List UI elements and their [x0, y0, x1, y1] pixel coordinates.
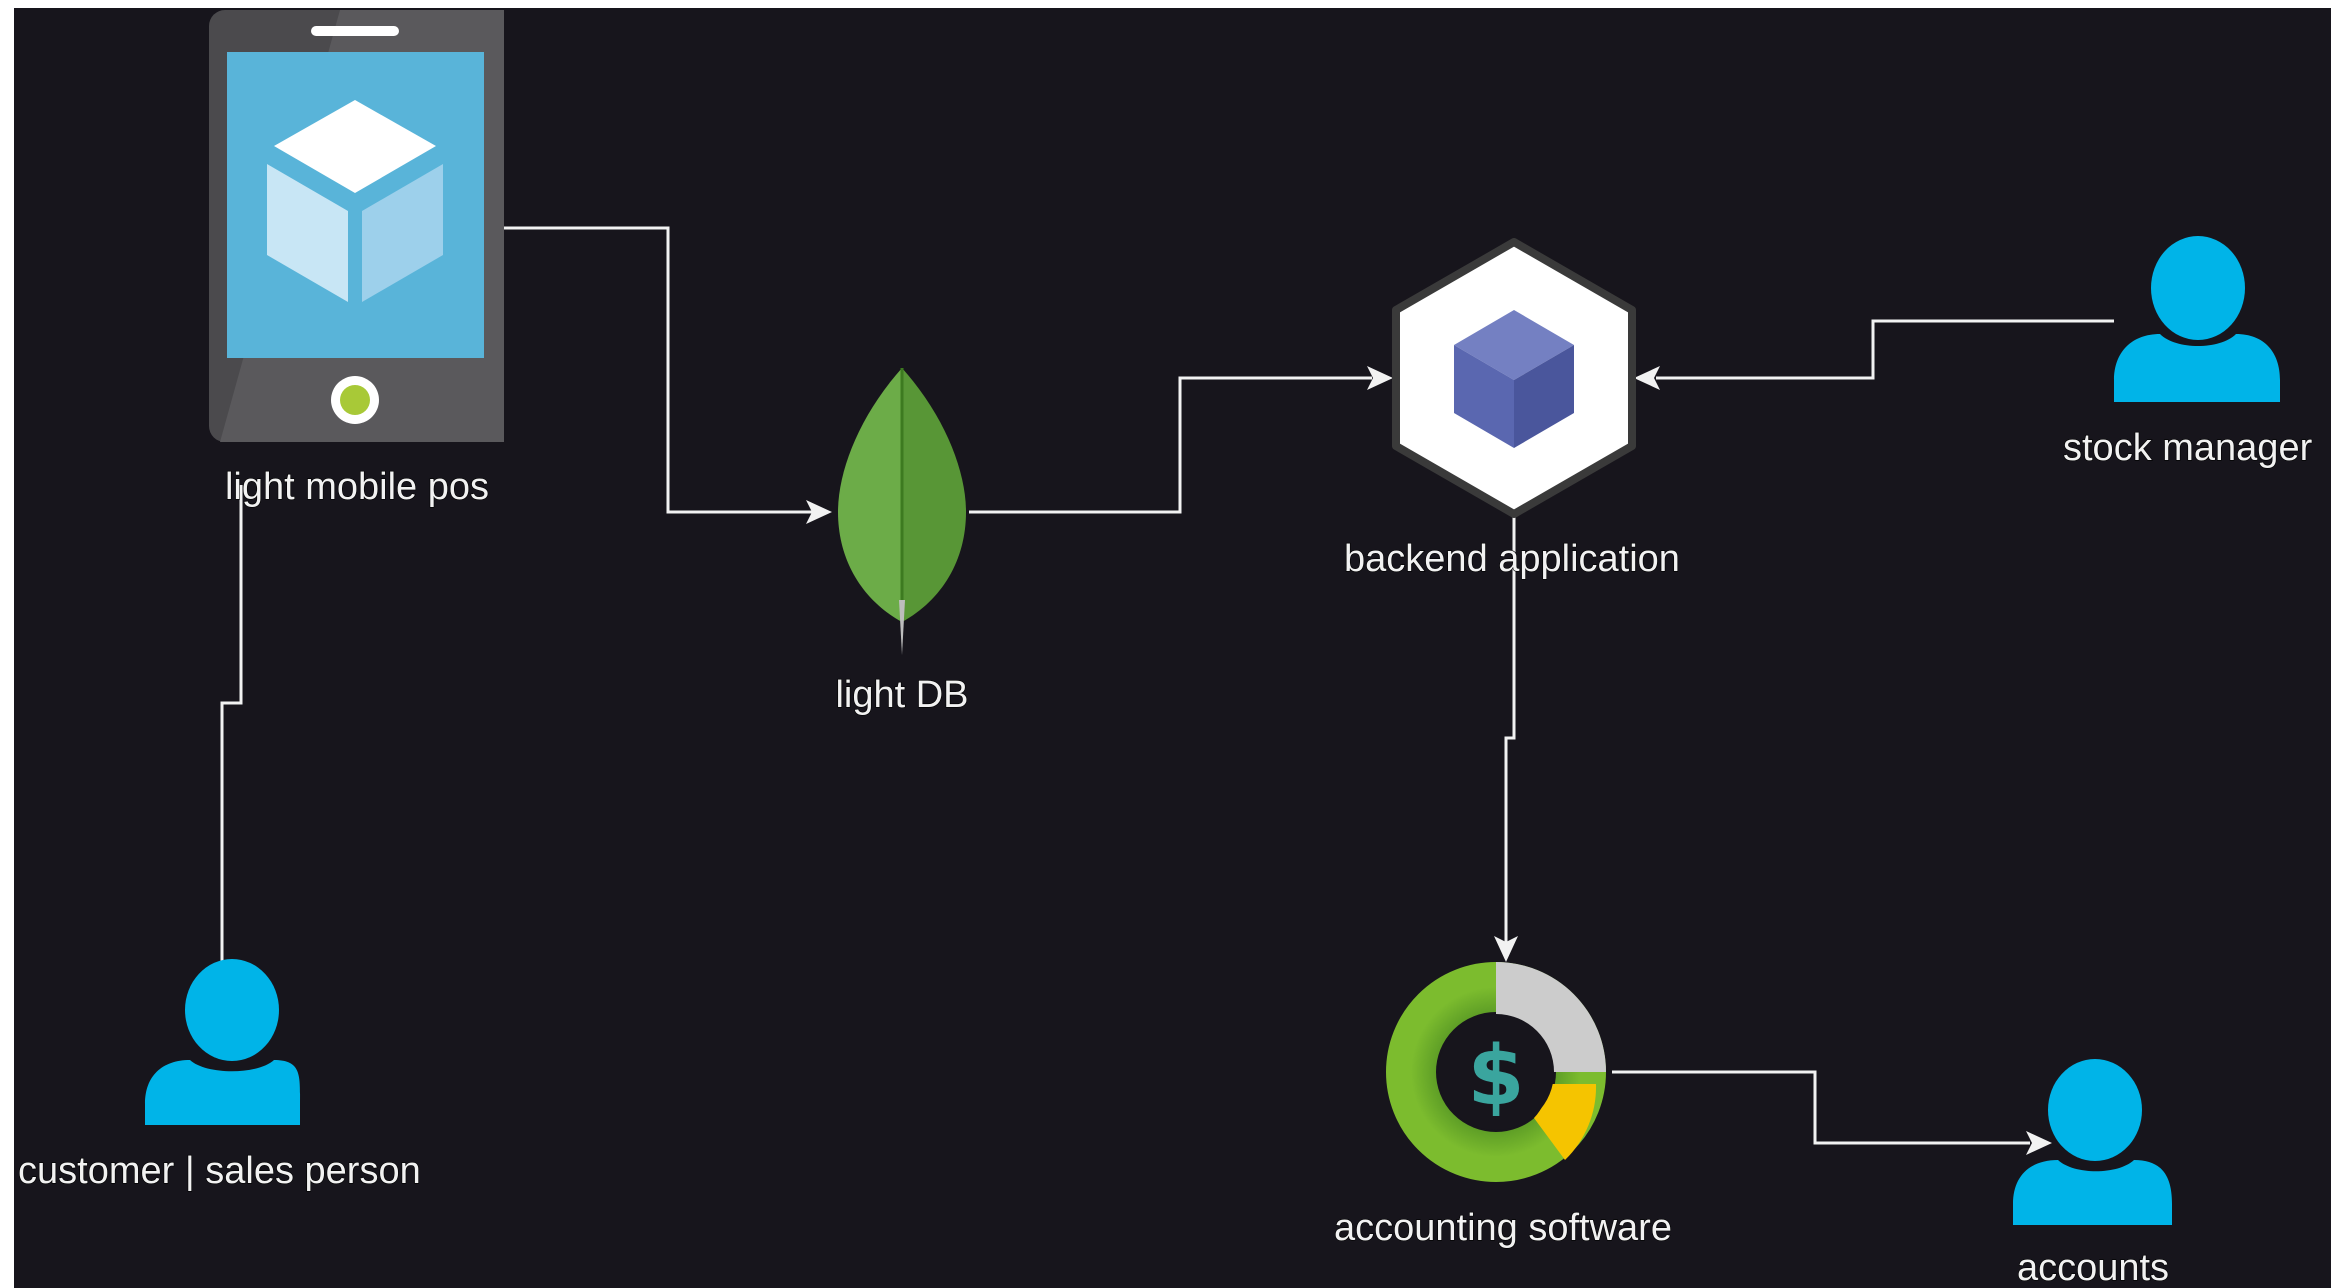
node-label: accounting software — [1334, 1207, 1672, 1249]
edge-light-db-to-backend[interactable] — [969, 376, 1372, 514]
node-light-db[interactable]: light DB — [835, 368, 969, 717]
node-backend-application[interactable]: backend application — [1343, 238, 1681, 581]
node-customer-sales-person[interactable]: customer | sales person — [17, 959, 421, 1193]
edge-accounting-to-accounts[interactable] — [1612, 1070, 2030, 1145]
user-icon — [145, 959, 301, 1125]
arrowhead-backend-right — [1634, 366, 1660, 390]
arrowhead-accounts — [2026, 1131, 2052, 1155]
edge-customer-to-mobile-pos[interactable] — [220, 485, 243, 963]
arrowhead-light-db — [806, 500, 832, 524]
edge-mobile-pos-to-light-db[interactable] — [504, 226, 812, 514]
node-accounts[interactable]: accounts — [2013, 1059, 2172, 1288]
accounting-donut-icon: $ — [1386, 962, 1606, 1182]
node-label: light DB — [835, 674, 968, 716]
connectors — [220, 226, 2114, 1155]
edge-backend-to-accounting[interactable] — [1504, 505, 1516, 942]
node-stock-manager[interactable]: stock manager — [2062, 236, 2313, 470]
node-accounting-software[interactable]: $ accounting software — [1333, 962, 1673, 1250]
edge-stock-manager-to-backend[interactable] — [1656, 319, 2114, 380]
user-icon — [2114, 236, 2280, 402]
node-label: light mobile pos — [225, 466, 489, 508]
node-label: stock manager — [2063, 427, 2313, 469]
node-label: accounts — [2017, 1247, 2169, 1288]
hexagon-cube-icon — [1392, 238, 1636, 518]
dollar-sign: $ — [1467, 1029, 1524, 1124]
mobile-device-icon — [209, 10, 504, 442]
user-icon — [2013, 1059, 2172, 1225]
node-light-mobile-pos[interactable]: light mobile pos — [209, 10, 504, 509]
arrowhead-backend-left — [1367, 366, 1393, 390]
node-label: backend application — [1344, 538, 1680, 580]
arrowhead-accounting — [1494, 936, 1518, 962]
node-label: customer | sales person — [18, 1150, 421, 1192]
mongodb-leaf-icon — [838, 368, 966, 655]
